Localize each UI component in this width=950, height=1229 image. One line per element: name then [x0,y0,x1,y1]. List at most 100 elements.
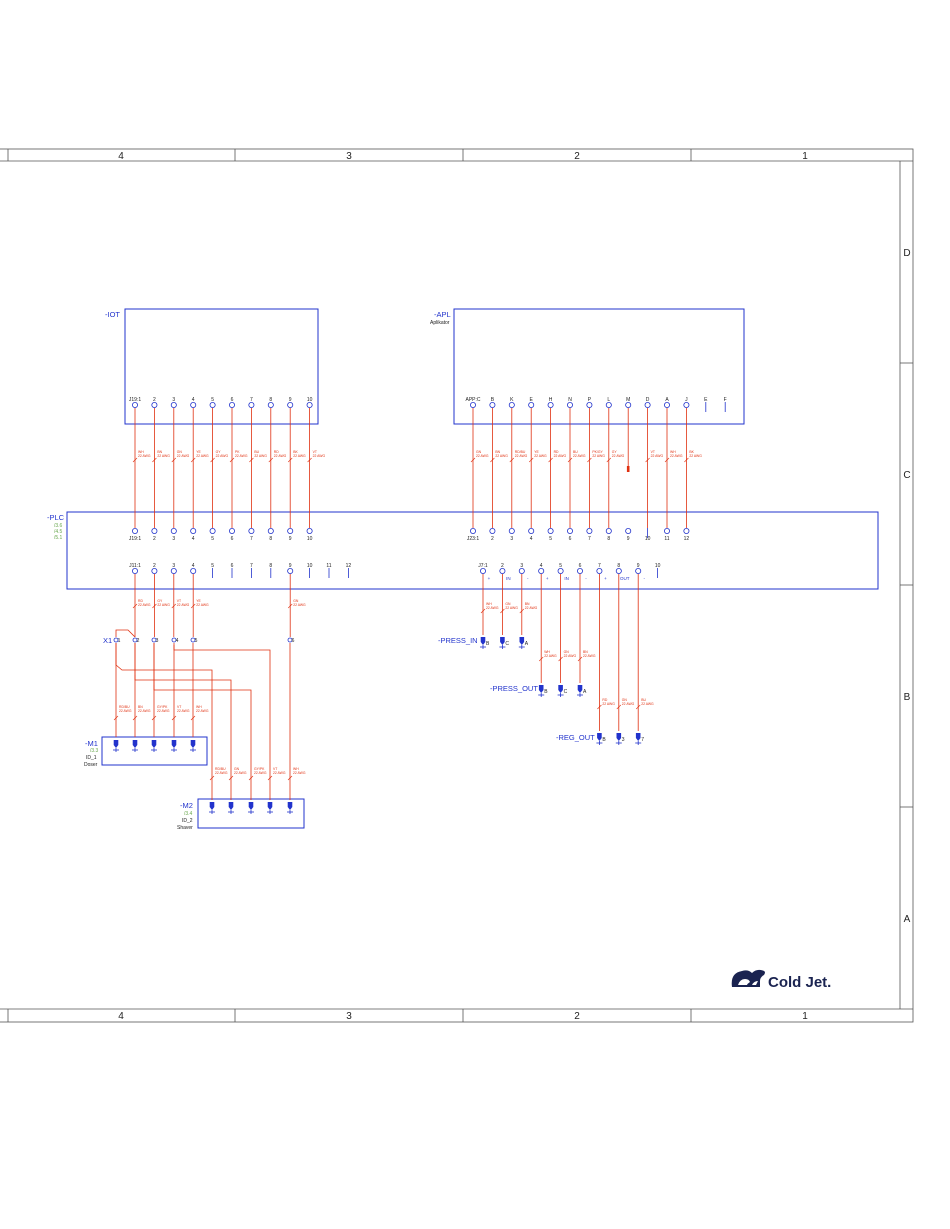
iot-pin-label: 3 [172,397,175,403]
apl-plc-wire-label-gauge: 22 AWG [592,454,605,458]
iot-pin [170,401,177,408]
x1-m2-wire [153,685,252,800]
apl-pin-label: F [724,397,727,403]
x1-jumper-wire [115,629,136,638]
iot-plc-wire-label-gauge: 22 AWG [254,454,267,458]
x1-tag: X1 [103,636,112,645]
wire-break-mark [519,608,525,614]
iot-pin-label: 5 [211,397,214,403]
plc-bottom-right-pin [577,568,584,575]
iot-plc-wire-label-color: VT [313,450,317,454]
reg-out-connector [635,733,641,741]
x1-m1-wire-label-color: VT [177,705,181,709]
x1-m2-wire-label-gauge: 22 AWG [234,771,247,775]
wire-break-mark [190,715,196,721]
x1-terminal [151,637,157,643]
press-out-wire-label-gauge: 22 AWG [544,654,557,658]
x1-terminal-label: 5 [195,638,198,644]
x1-m2-wire-label-color: VT [273,767,277,771]
iot-pin [228,401,235,408]
iot-pin [209,401,216,408]
apl-plc-wire-label-color: BK [689,450,694,454]
apl-pin [664,401,671,408]
iot-plc-wire-label-color: BK [293,450,298,454]
m2-pin-connector [267,802,273,810]
apl-pin-label: H [549,397,553,403]
plc-top-left-pin [248,528,255,535]
press-in-pin-label: C [505,641,509,647]
iot-pin-label: J19:1 [129,397,141,403]
apl-plc-wire-label-gauge: 22 AWG [534,454,547,458]
press-in-wire-label-gauge: 22 AWG [525,606,538,610]
plc-bottom-left-pin [190,568,197,575]
column-label-top: 3 [346,151,352,162]
press-out-connector [538,685,544,693]
iot-plc-wire-label-gauge: 22 AWG [216,454,229,458]
plc-polarity-label: OUT [620,576,630,581]
x1-terminal-label: 2 [137,638,140,644]
apl-plc-wire-label-gauge: 22 AWG [554,454,567,458]
plc-bottom-right-pin-label: 4 [540,563,543,569]
m1-description: Doser [84,762,98,768]
wire-break-mark [567,457,573,463]
wire-break-mark [664,457,670,463]
iot-pin [151,401,158,408]
iot-plc-wire-label-color: PK [235,450,240,454]
iot-pin-label: 7 [250,397,253,403]
m2-tag: -M2 [180,801,193,810]
plc-bottom-left-pin-label: 7 [250,563,253,569]
plc-bottom-right-pin-label: 3 [520,563,523,569]
iot-pin-label: 9 [289,397,292,403]
wire-break-mark [490,457,495,463]
apl-plc-wire-label-color: RD [554,450,559,454]
reg-out-pin-label: 3 [622,737,625,743]
plc-box [66,511,879,590]
iot-plc-wire-label-gauge: 22 AWG [313,454,326,458]
press-in-tag: -PRESS_IN [438,636,478,645]
plc-top-right-pin-label: 12 [684,536,690,542]
wire-break-mark [171,603,177,609]
plc-top-left-pin-label: 4 [192,536,195,542]
plc-bottom-right-pin [615,568,622,575]
apl-plc-wire-label-gauge: 22 AWG [476,454,489,458]
plc-x1-wire-label-gauge: 22 AWG [138,603,151,607]
plc-top-left-pin [287,528,294,535]
iot-plc-wire-label-gauge: 22 AWG [177,454,190,458]
wire-break-mark [287,603,293,609]
column-label-top: 4 [118,151,124,162]
press-in-wire-label-color: WH [486,602,492,606]
plc-top-right-pin-label: 11 [664,536,669,542]
iot-pin [306,401,313,408]
plc-top-right-pin [469,528,476,535]
wire-break-mark [210,457,215,463]
x1-m1-wire-label-color: BN [138,705,143,709]
press-in-pin-label: B [486,641,490,647]
wire-break-mark [190,457,196,463]
apl-plc-wire-label-gauge: 22 AWG [573,454,586,458]
wire-break-mark [152,603,157,609]
plc-polarity-label: + [604,576,607,581]
press-in-connector [500,637,505,645]
iot-plc-wire-label-color: YE [196,450,201,454]
wire-break-mark [635,704,641,710]
wire-break-mark [587,457,592,463]
wire-break-mark [509,457,515,463]
x1-m2-wire-label-gauge: 22 AWG [254,771,267,775]
iot-plc-wire-label-color: WH [138,450,144,454]
plc-top-right-pin-label: 7 [588,536,591,542]
apl-plc-wire-label-color: GN [476,450,482,454]
plc-x1-wire-label-color: GY [157,599,163,603]
plc-top-left-pin [228,528,235,535]
m1-pin-connector [151,740,157,748]
apl-pin-label: A [665,397,669,403]
apl-pin [547,401,554,408]
press-in-pin-label: A [525,641,529,647]
x1-m1-wire-label-gauge: 22 AWG [177,709,190,713]
press-in-wire-label-gauge: 22 AWG [505,606,518,610]
plc-x1-wire-label-gauge: 22 AWG [157,603,170,607]
apl-pin-label: E [704,397,708,403]
row-label: C [903,470,910,481]
press-out-connector [577,685,583,693]
plc-tag: -PLC [47,513,65,522]
